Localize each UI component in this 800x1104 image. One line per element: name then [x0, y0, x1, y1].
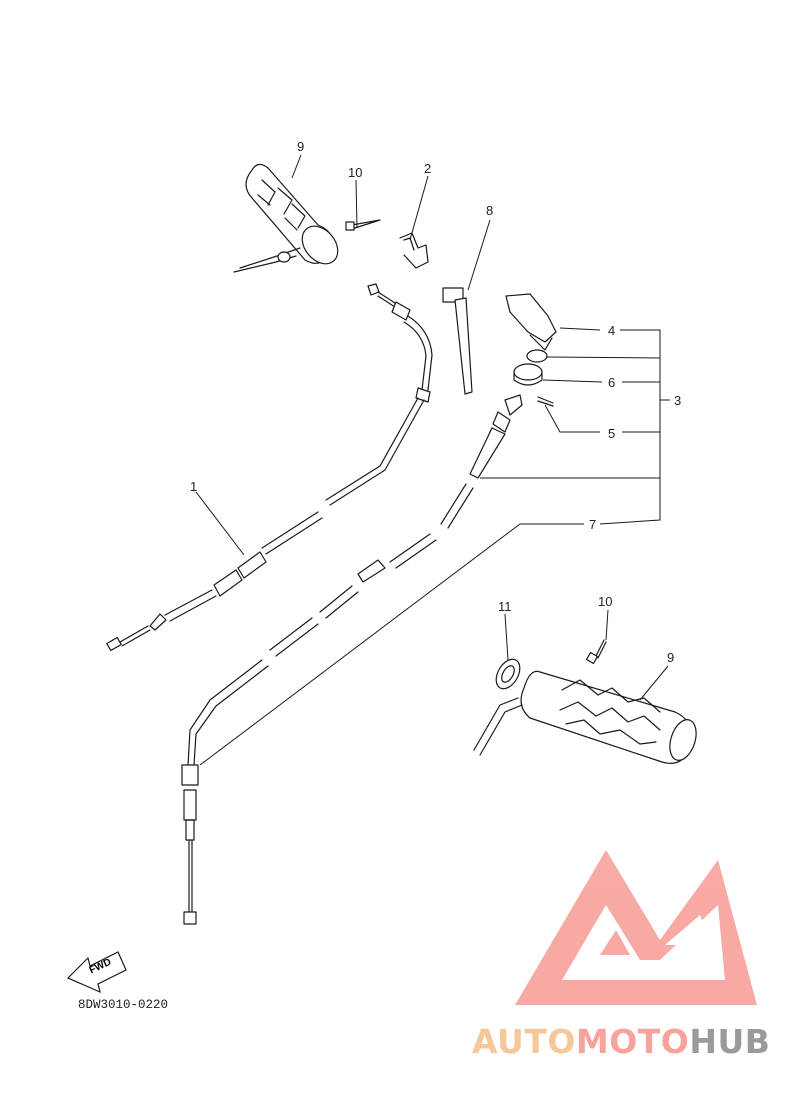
callout-10-top: 10: [348, 165, 363, 180]
callout-2: 2: [424, 161, 432, 176]
callout-1: 1: [190, 479, 198, 494]
watermark-moto: MOTO: [575, 1022, 690, 1061]
watermark-auto: AUTO: [472, 1022, 576, 1061]
grip-ring: [495, 658, 521, 690]
cable-tie: [442, 287, 473, 395]
callout-10-bottom: 10: [598, 594, 613, 609]
cable-clip: [399, 232, 429, 269]
callout-11: 11: [498, 599, 512, 614]
throttle-grip-top: [233, 163, 339, 273]
callout-9-bottom: 9: [667, 650, 675, 665]
watermark-text: AUTOMOTOHUB: [472, 1022, 770, 1061]
watermark-hub: HUB: [689, 1022, 771, 1061]
control-cable: [106, 283, 433, 652]
throttle-lever: [505, 293, 557, 351]
throttle-cable: [181, 394, 523, 925]
callout-7: 7: [589, 517, 597, 532]
diagram-code: 8DW3010-0220: [78, 998, 169, 1012]
nut: [513, 363, 543, 386]
callout-6: 6: [608, 375, 616, 390]
callout-5: 5: [608, 426, 616, 441]
watermark-logo: [515, 850, 757, 1005]
screw-bottom: [585, 639, 607, 665]
washer: [526, 349, 548, 363]
leader-lines: [195, 154, 670, 766]
throttle-grip-bottom: [473, 670, 697, 764]
fwd-arrow: [66, 951, 127, 994]
callout-9-top: 9: [297, 139, 305, 154]
pin: [537, 396, 554, 407]
callout-3: 3: [674, 393, 682, 408]
screw-top: [345, 219, 381, 231]
callout-8: 8: [486, 203, 494, 218]
callout-4: 4: [608, 323, 616, 338]
